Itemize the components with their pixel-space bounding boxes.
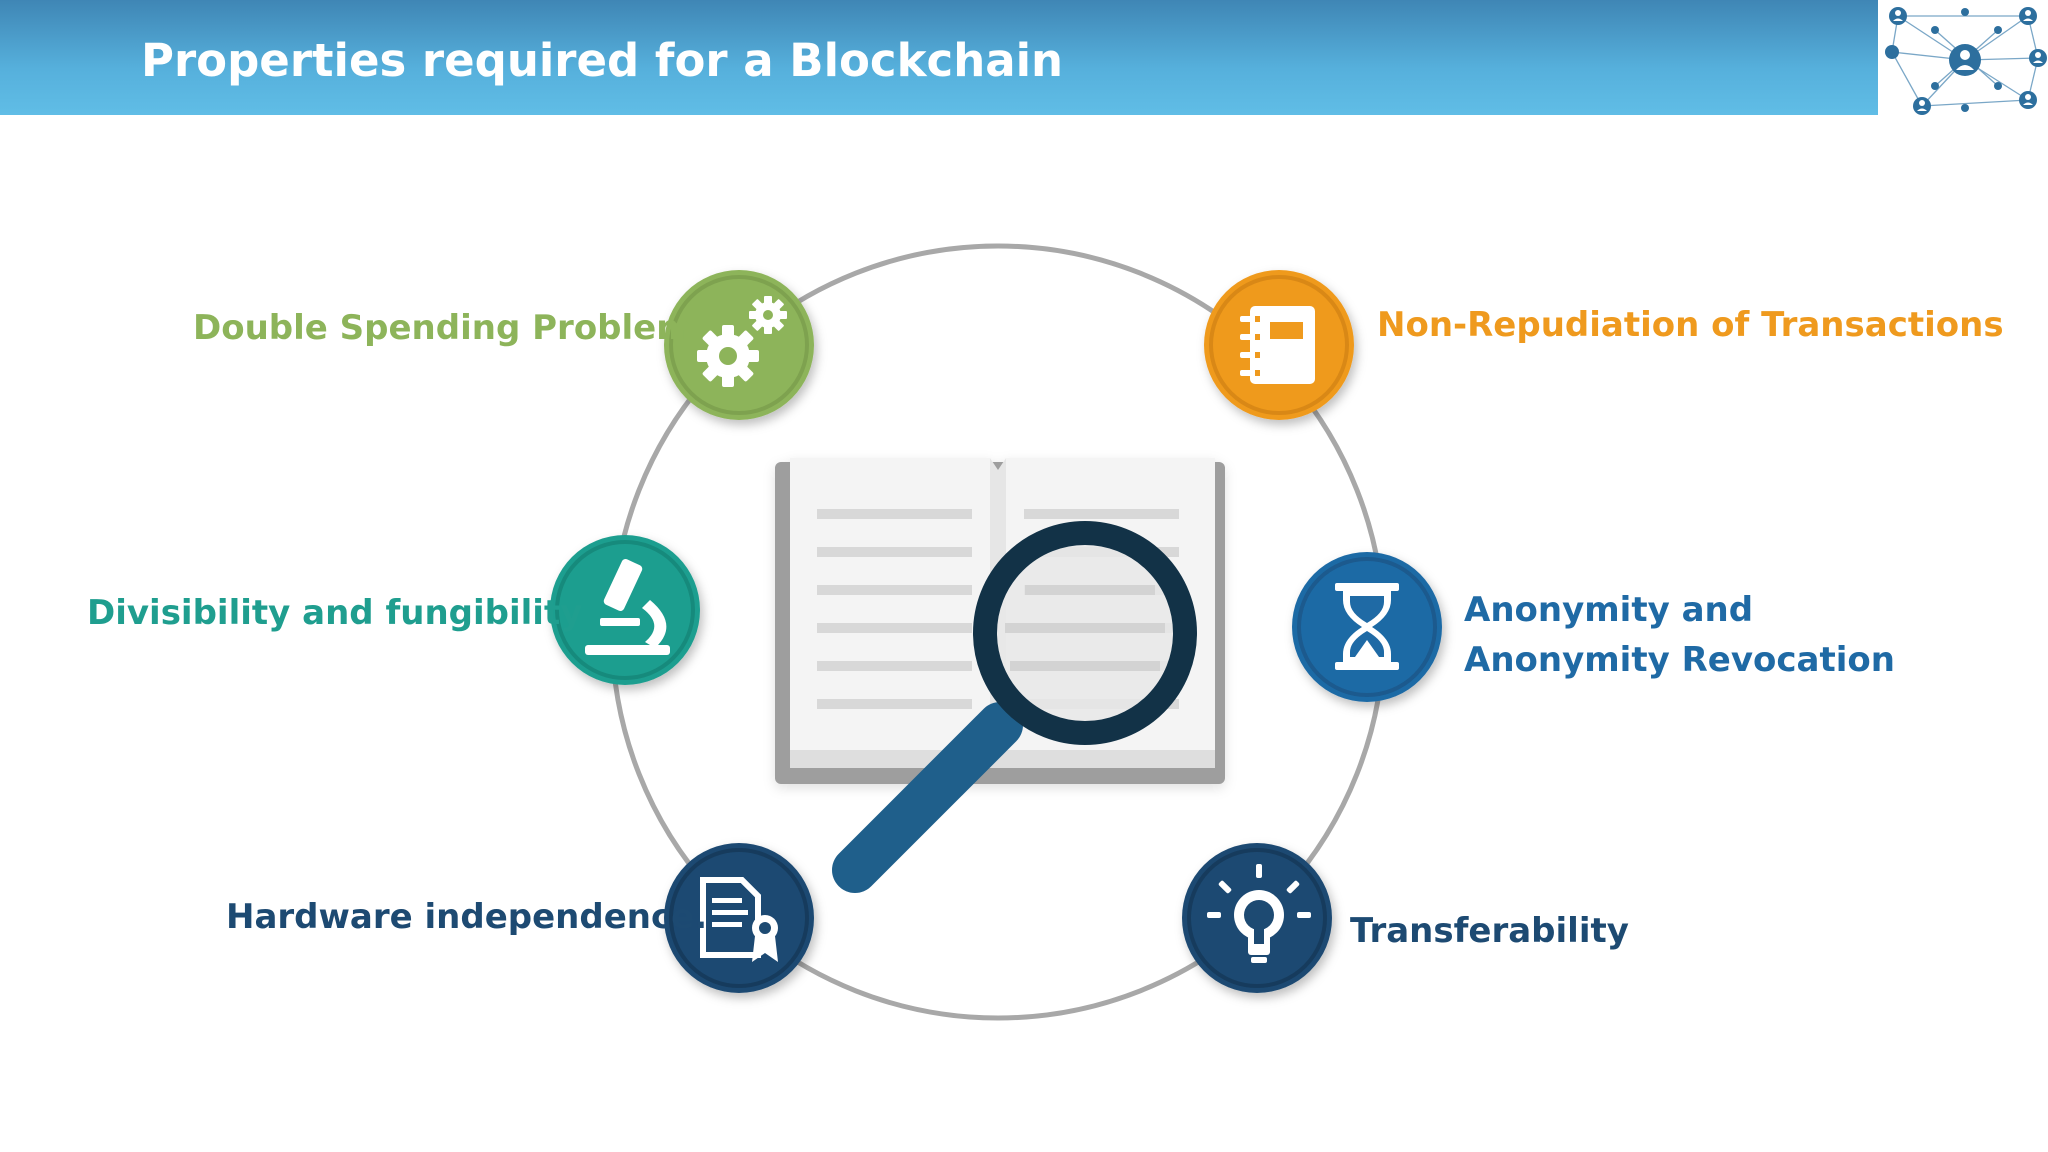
label-double-spending: Double Spending Problem xyxy=(193,308,692,348)
label-divisibility: Divisibility and fungibility xyxy=(87,593,583,633)
label-anonymity: Anonymity and Anonymity Revocation xyxy=(1464,590,1895,680)
network-logo xyxy=(1878,0,2048,118)
label-hardware-independence: Hardware independence. xyxy=(226,897,708,937)
label-non-repudiation: Non-Repudiation of Transactions xyxy=(1377,305,2004,345)
page-title: Properties required for a Blockchain xyxy=(141,34,1064,87)
network-people-icon xyxy=(1885,7,2047,115)
label-transferability: Transferability xyxy=(1350,911,1629,951)
header-bar: Properties required for a Blockchain xyxy=(0,0,1878,115)
magnifier-icon xyxy=(832,521,1197,893)
